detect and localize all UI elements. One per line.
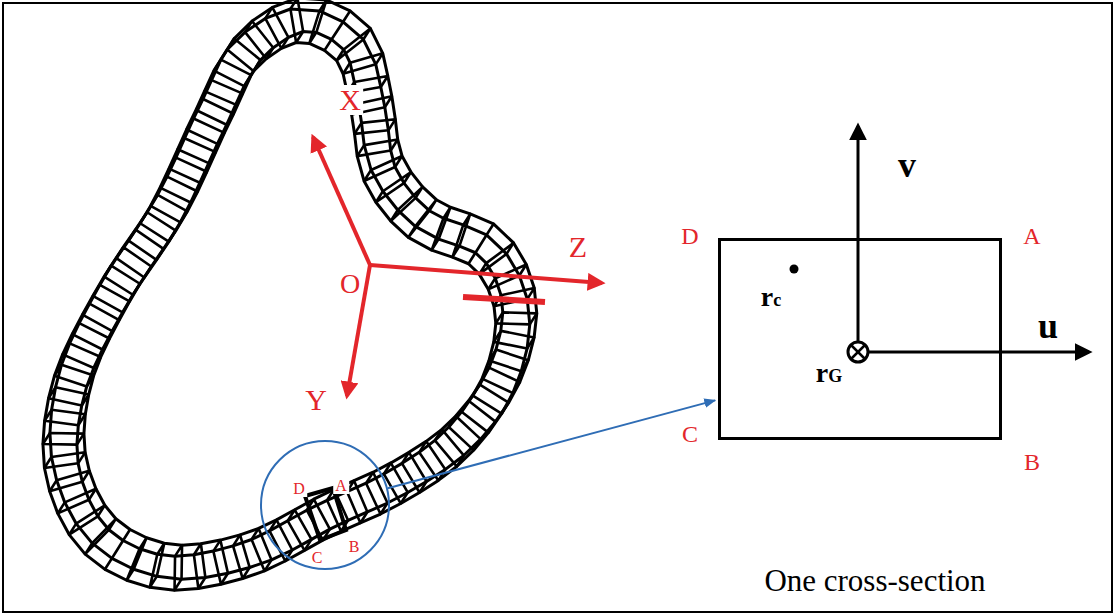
- tube-rail: [84, 31, 503, 545]
- corner-letter: C: [310, 550, 325, 566]
- label-slot: Y: [303, 385, 329, 415]
- node-text-slot: rc: [759, 283, 783, 311]
- axis-label: C: [680, 422, 700, 446]
- z-axis: [370, 265, 602, 283]
- position-symbol: rG: [814, 359, 844, 387]
- cross-section-box: rc rG: [718, 238, 1002, 440]
- tube-rib: [150, 543, 164, 587]
- axis-label: Y: [303, 385, 329, 415]
- label-slot: v: [896, 147, 918, 183]
- corner-letter: A: [333, 478, 349, 494]
- node-text-slot: A: [333, 477, 349, 495]
- axis-label: B: [1022, 450, 1042, 474]
- caption-text: One cross-section: [762, 565, 987, 596]
- x-axis: [313, 137, 370, 265]
- node-text-slot: rG: [814, 359, 844, 387]
- node-text-slot: B: [347, 538, 362, 556]
- label-slot: One cross-section: [762, 565, 987, 596]
- axis-label: X: [337, 85, 363, 115]
- centroid-symbol: [848, 342, 868, 362]
- section-outline: [305, 488, 346, 540]
- wireframe-tube: [43, 0, 537, 590]
- u-axis: [858, 351, 1089, 354]
- label-slot: O: [338, 270, 362, 298]
- axis-label: u: [1036, 308, 1060, 344]
- label-slot: D: [679, 224, 700, 248]
- tube-rib: [391, 187, 423, 221]
- centroid-cross: [851, 345, 865, 359]
- label-slot: Z: [567, 232, 589, 262]
- tube-rail: [50, 0, 537, 579]
- corner-letter: D: [291, 481, 307, 497]
- axis-label: O: [338, 270, 362, 298]
- axis-label: Z: [567, 232, 589, 262]
- centroid-cross: [851, 345, 865, 359]
- zoom-circle: D A C B: [260, 440, 390, 570]
- tube-guide: [60, 25, 513, 573]
- axis-label: D: [679, 224, 700, 248]
- label-slot: u: [1036, 308, 1060, 344]
- node-text-slot: C: [310, 549, 325, 567]
- tube-rail: [43, 9, 530, 590]
- axis-label: A: [1021, 224, 1042, 248]
- tube-rib: [175, 545, 183, 590]
- outer-frame: [3, 3, 1112, 612]
- zoom-arrow: [388, 400, 715, 488]
- node-text-slot: D: [291, 480, 307, 498]
- label-slot: X: [337, 85, 363, 115]
- label-slot: B: [1022, 450, 1042, 474]
- section-marker: [463, 297, 545, 302]
- label-slot: A: [1021, 224, 1042, 248]
- position-symbol: rc: [759, 283, 783, 311]
- axis-label: v: [896, 147, 918, 183]
- label-slot: C: [680, 422, 700, 446]
- tube-rib: [194, 544, 205, 589]
- corner-letter: B: [347, 539, 362, 555]
- center-dot: [790, 265, 799, 274]
